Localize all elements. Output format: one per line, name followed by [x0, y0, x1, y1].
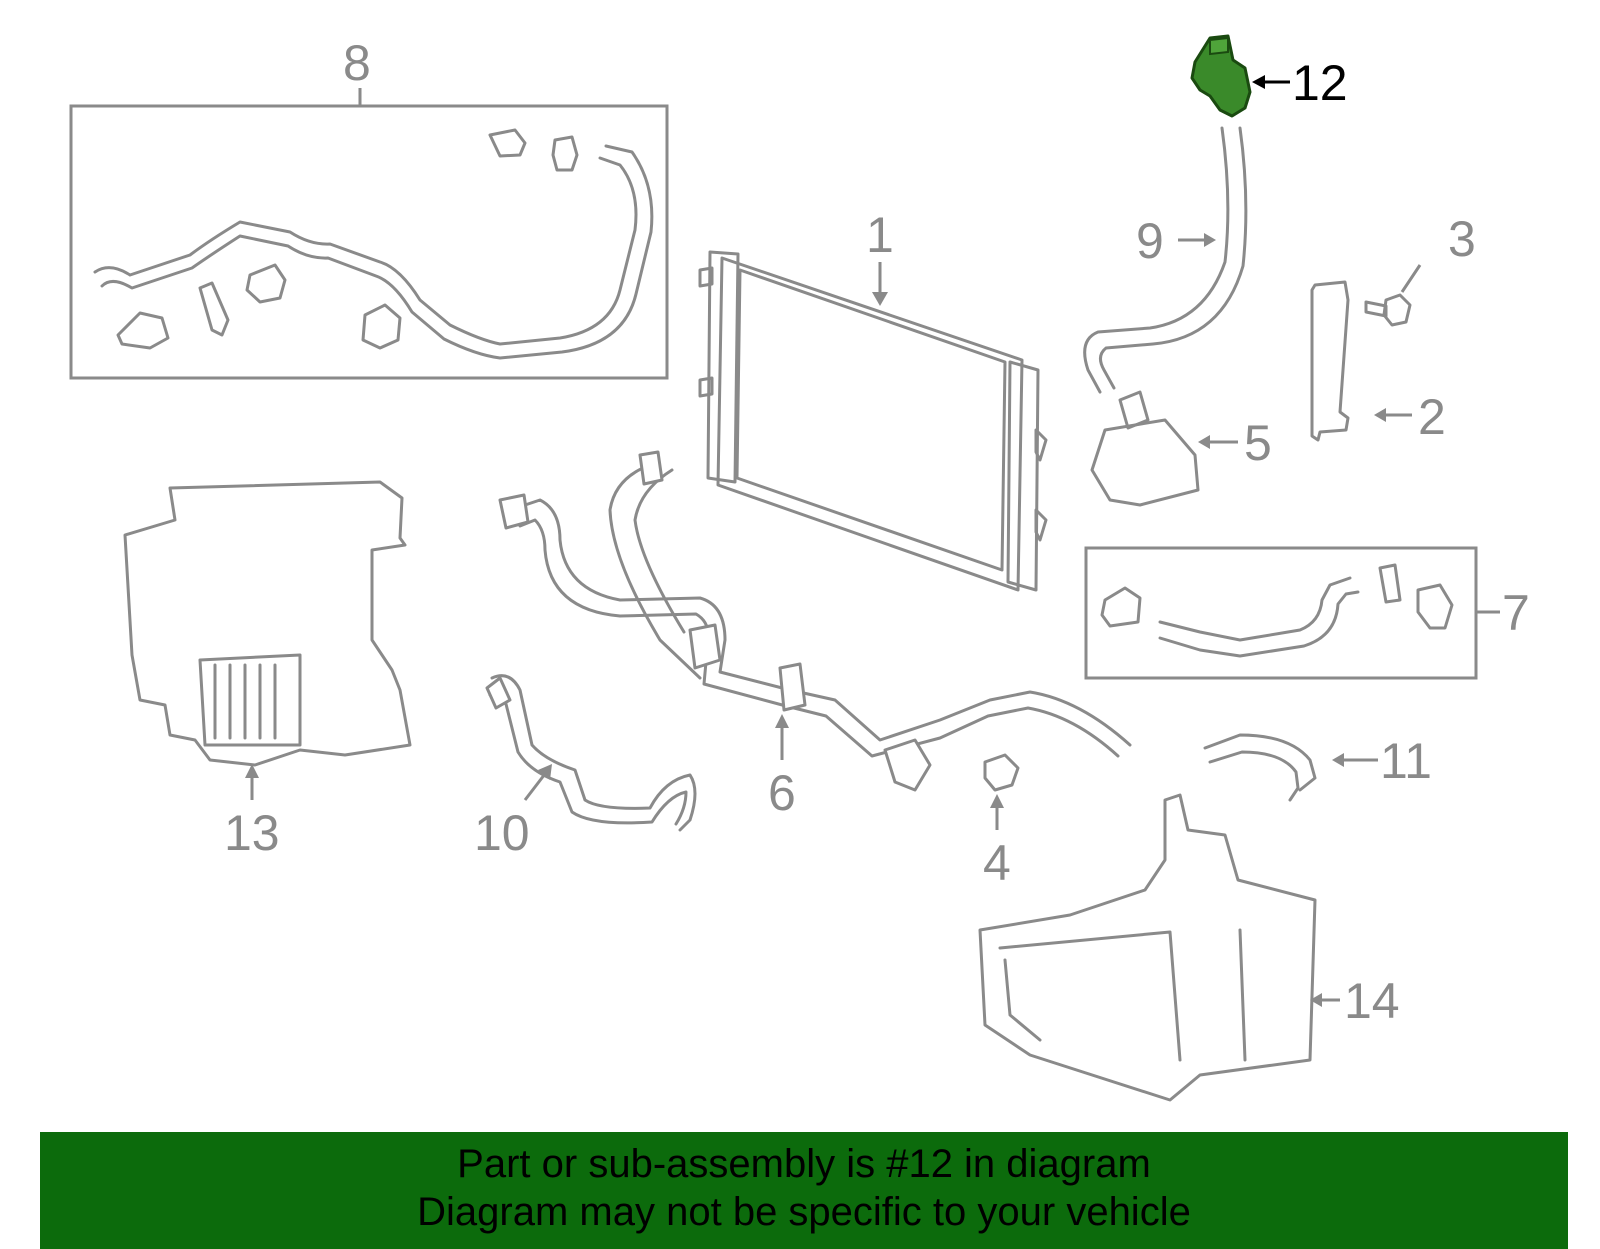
- callout-6[interactable]: 6: [768, 765, 796, 821]
- part-7-hose-a: [1158, 576, 1352, 642]
- part-11-hose-a: [1203, 733, 1317, 792]
- part-6-mid-clamp: [688, 623, 722, 670]
- radiator-left-tank: [706, 250, 740, 484]
- part-13-arrow: [245, 764, 259, 778]
- part-6-tee: [883, 738, 932, 792]
- part-6-hose-a: [508, 498, 1132, 747]
- part-7-hose-b: [1158, 590, 1360, 658]
- part-1-radiator[interactable]: 1: [698, 207, 1048, 592]
- part-7-clip: [1378, 563, 1402, 604]
- part-7-clamp: [1100, 586, 1142, 628]
- part-6-left-fitting: [498, 493, 530, 530]
- callout-11[interactable]: 11: [1380, 733, 1432, 789]
- part-6-upper-clamp: [638, 450, 664, 486]
- part-8-box: [69, 104, 669, 380]
- part-12-shape: [1190, 34, 1252, 118]
- part-5-valve[interactable]: 5: [1090, 390, 1272, 507]
- part-6-coupler: [778, 662, 807, 712]
- part-13-body: [123, 480, 412, 767]
- part-13-housing[interactable]: 13: [123, 480, 412, 861]
- callout-7[interactable]: 7: [1502, 585, 1530, 641]
- callout-3[interactable]: 3: [1448, 211, 1476, 267]
- part-12-fitting[interactable]: 12: [1190, 34, 1348, 118]
- part-13-grille-slats: [213, 663, 277, 740]
- part-11-hose[interactable]: 11: [1203, 733, 1432, 802]
- part-6-upper-hose: [608, 463, 702, 680]
- callout-13[interactable]: 13: [224, 805, 280, 861]
- part-3-leader: [1400, 264, 1422, 293]
- radiator-right-tank: [1006, 360, 1040, 592]
- part-2-shape: [1310, 280, 1350, 442]
- part-9-hose-a: [1083, 126, 1230, 394]
- callout-9[interactable]: 9: [1136, 213, 1164, 269]
- part-1-arrow: [872, 292, 888, 306]
- part-11-hose-b: [1208, 750, 1300, 802]
- part-5-stem: [1118, 390, 1150, 430]
- info-banner: Part or sub-assembly is #12 in diagram D…: [40, 1132, 1568, 1249]
- part-8-clamp-a: [551, 135, 579, 172]
- part-6-hose-b: [518, 518, 1120, 758]
- part-2-arrow: [1374, 408, 1386, 422]
- part-14-duct[interactable]: 14: [978, 793, 1400, 1102]
- part-8-clip-c: [361, 303, 402, 350]
- part-3-head: [1382, 293, 1412, 327]
- callout-8[interactable]: 8: [343, 35, 371, 91]
- part-6-hose-assembly[interactable]: 6: [498, 450, 1132, 821]
- radiator-right-mounts: [1034, 428, 1048, 542]
- part-9-arrow: [1204, 233, 1216, 247]
- banner-line-1: Part or sub-assembly is #12 in diagram: [457, 1142, 1151, 1186]
- banner-line-2: Diagram may not be specific to your vehi…: [417, 1190, 1191, 1234]
- part-6-arrow: [775, 714, 789, 728]
- part-3-shank: [1364, 300, 1388, 318]
- part-7-fitting: [1416, 583, 1454, 630]
- part-14-details: [998, 928, 1247, 1062]
- callout-5[interactable]: 5: [1244, 415, 1272, 471]
- radiator-core: [716, 256, 1024, 592]
- part-8-hose: [93, 156, 638, 346]
- part-8-clip-b: [116, 311, 170, 350]
- callout-4[interactable]: 4: [983, 835, 1011, 891]
- part-2-bracket[interactable]: 2: [1310, 280, 1446, 445]
- part-5-body: [1090, 418, 1200, 507]
- part-9-hose[interactable]: 9: [1083, 126, 1248, 394]
- radiator-left-mounts: [698, 266, 714, 398]
- callout-2[interactable]: 2: [1418, 389, 1446, 445]
- part-8-fitting: [488, 128, 527, 158]
- part-10-hose-a: [490, 674, 697, 832]
- radiator-core-inner: [735, 268, 1007, 572]
- part-9-hose-b: [1099, 126, 1248, 390]
- part-8-bracket: [198, 281, 230, 337]
- part-11-arrow: [1332, 753, 1344, 767]
- callout-14[interactable]: 14: [1344, 973, 1400, 1029]
- part-13-grille: [198, 653, 302, 747]
- part-12-arrow: [1252, 75, 1265, 89]
- part-5-arrow: [1198, 435, 1210, 449]
- part-4-arrow: [990, 794, 1004, 808]
- callout-10[interactable]: 10: [474, 805, 530, 861]
- part-8-hose-outline: [100, 144, 654, 360]
- part-10-arrow: [538, 764, 552, 780]
- callout-12[interactable]: 12: [1292, 55, 1348, 111]
- part-10-end: [485, 676, 512, 710]
- part-8-clip-a: [245, 263, 287, 304]
- part-8-assembly[interactable]: 8: [69, 35, 669, 380]
- part-4-shape: [983, 753, 1020, 792]
- part-7-assembly[interactable]: 7: [1084, 546, 1530, 680]
- part-14-body: [978, 793, 1317, 1102]
- part-14-arrow: [1310, 993, 1322, 1007]
- callout-1[interactable]: 1: [866, 207, 894, 263]
- part-10-hose[interactable]: 10: [474, 674, 697, 861]
- part-4-plug[interactable]: 4: [983, 753, 1020, 891]
- part-3-bolt[interactable]: 3: [1364, 211, 1476, 327]
- part-12-nozzle: [1209, 36, 1229, 56]
